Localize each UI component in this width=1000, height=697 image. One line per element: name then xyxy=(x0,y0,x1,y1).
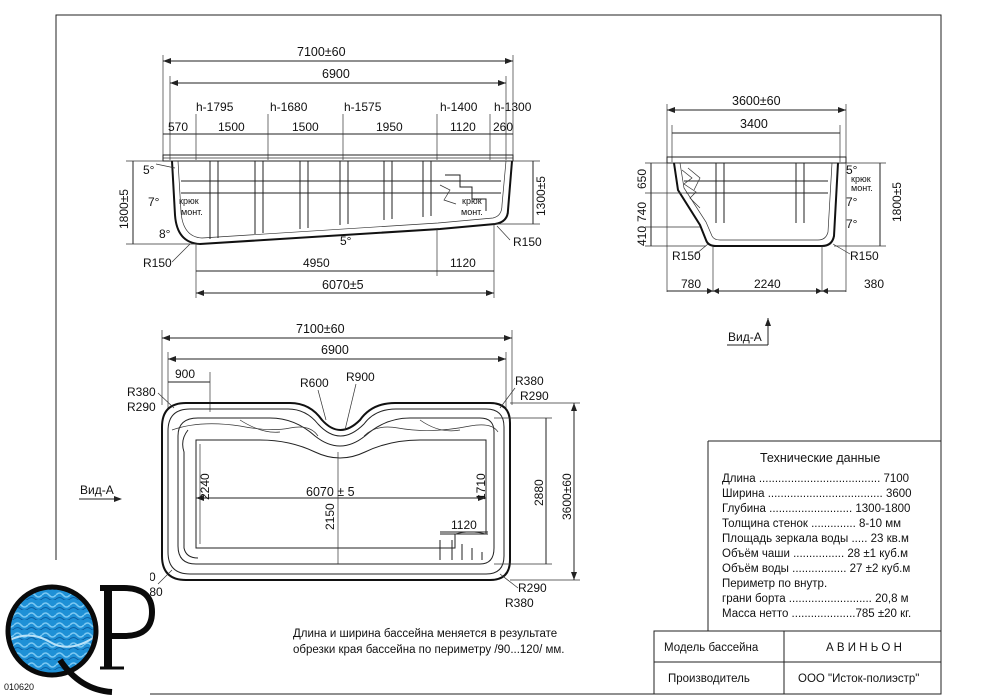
side-hook-right-1: крюк xyxy=(462,196,482,206)
drawing-frame xyxy=(55,14,942,695)
note-line-2: обрезки края бассейна по периметру /90..… xyxy=(293,644,565,656)
side-left-height: 1800±5 xyxy=(117,189,131,229)
side-overall-length: 7100±60 xyxy=(297,45,346,59)
side-bottom-seg-2: 1120 xyxy=(450,256,476,270)
title-block: Модель бассейна А В И Н Ь О Н Производит… xyxy=(653,630,942,695)
plan-inner-length: 6900 xyxy=(321,343,349,357)
end-inner-width: 3400 xyxy=(740,117,768,131)
plan-step-length: 1120 xyxy=(451,518,477,532)
plan-radius-2: R290 xyxy=(127,400,156,414)
side-hook-left-2: монт. xyxy=(181,207,203,217)
spec-row-10: Масса нетто ....................785 ±20 … xyxy=(722,608,911,620)
spec-title: Технические данные xyxy=(760,451,880,465)
segment-2: 1500 xyxy=(218,120,245,134)
spec-row-7: Объём воды ................. 27 ±2 куб.м xyxy=(722,563,910,575)
side-bottom-seg-1: 4950 xyxy=(303,256,330,270)
end-left-height-2: 740 xyxy=(635,202,649,222)
qp-logo: 010620 xyxy=(0,560,156,697)
end-view: 3600±60 3400 650 740 410 1800±5 5° крюк … xyxy=(635,94,904,346)
spec-row-4: Толщина стенок .............. 8-10 мм xyxy=(722,518,901,530)
side-angle-top: 5° xyxy=(143,163,155,177)
end-angle-3: 7° xyxy=(846,217,858,231)
plan-width-center: 2150 xyxy=(323,503,337,530)
plan-step-width: 900 xyxy=(175,367,195,381)
logo-code: 010620 xyxy=(4,682,34,692)
model-value: А В И Н Ь О Н xyxy=(826,642,902,654)
end-left-height-3: 410 xyxy=(635,226,649,246)
depth-label-2: h-1680 xyxy=(270,100,308,114)
plan-width-left: 2240 xyxy=(198,473,212,500)
end-radius-right: R150 xyxy=(850,249,879,263)
spec-row-5: Площадь зеркала воды ..... 23 кв.м xyxy=(722,533,909,545)
plan-radius-6: R290 xyxy=(520,389,549,403)
end-angle-2: 7° xyxy=(846,195,858,209)
plan-radius-3: R600 xyxy=(300,376,329,390)
depth-label-4: h-1400 xyxy=(440,100,478,114)
segment-5: 1120 xyxy=(450,120,476,134)
plan-width-right: 1710 xyxy=(474,473,488,500)
depth-label-5: h-1300 xyxy=(494,100,532,114)
plan-inner-width: 2880 xyxy=(532,479,546,506)
plan-radius-10: R380 xyxy=(505,596,534,610)
side-hook-left-1: крюк xyxy=(179,196,199,206)
plan-view-label: Вид-А xyxy=(80,483,114,497)
spec-row-3: Глубина .......................... 1300-… xyxy=(722,503,910,515)
maker-value: ООО "Исток-полиэстр" xyxy=(798,673,919,685)
spec-row-2: Ширина .................................… xyxy=(722,488,912,500)
segment-3: 1500 xyxy=(292,120,319,134)
end-hook-1: крюк xyxy=(851,174,871,184)
end-bottom-seg-2: 2240 xyxy=(754,277,781,291)
end-overall-width: 3600±60 xyxy=(732,94,781,108)
plan-view: 7100±60 6900 900 R380 R290 R600 R900 R38… xyxy=(79,322,580,610)
side-angle-floor: 5° xyxy=(340,234,352,248)
end-angle-1: 5° xyxy=(846,163,858,177)
end-right-height: 1800±5 xyxy=(890,182,904,222)
spec-row-9: грани борта .......................... 2… xyxy=(722,593,909,605)
end-hook-2: монт. xyxy=(851,183,873,193)
end-bottom-seg-1: 780 xyxy=(681,277,701,291)
plan-radius-4: R900 xyxy=(346,370,375,384)
side-right-height: 1300±5 xyxy=(534,176,548,216)
spec-row-1: Длина ..................................… xyxy=(722,473,909,485)
end-left-height-1: 650 xyxy=(635,169,649,189)
spec-row-6: Объём чаши ................ 28 ±1 куб.м xyxy=(722,548,908,560)
segment-1: 570 xyxy=(168,120,188,134)
side-radius-left: R150 xyxy=(143,256,172,270)
segment-4: 1950 xyxy=(376,120,403,134)
side-hook-right-2: монт. xyxy=(461,207,483,217)
side-view: 7100±60 6900 h-1795 h-1680 h-1575 h-1400… xyxy=(117,45,548,298)
side-angle-mid: 7° xyxy=(148,195,160,209)
end-view-label: Вид-А xyxy=(728,330,762,344)
spec-row-8: Периметр по внутр. xyxy=(722,578,827,590)
depth-label-1: h-1795 xyxy=(196,100,234,114)
side-angle-low: 8° xyxy=(159,227,171,241)
side-inner-length: 6900 xyxy=(322,67,350,81)
side-bottom-total: 6070±5 xyxy=(322,278,364,292)
plan-radius-1: R380 xyxy=(127,385,156,399)
plan-radius-5: R380 xyxy=(515,374,544,388)
side-radius-right: R150 xyxy=(513,235,542,249)
depth-label-3: h-1575 xyxy=(344,100,382,114)
spec-table: Технические данные Длина ...............… xyxy=(707,440,941,631)
end-radius-left: R150 xyxy=(672,249,701,263)
plan-radius-9: R290 xyxy=(518,581,547,595)
segment-6: 260 xyxy=(493,120,513,134)
note-line-1: Длина и ширина бассейна меняется в резул… xyxy=(293,628,557,640)
plan-inner-length-bottom: 6070 ± 5 xyxy=(306,485,355,499)
plan-overall-width: 3600±60 xyxy=(560,473,574,520)
end-bottom-seg-3: 380 xyxy=(864,277,884,291)
maker-label: Производитель xyxy=(668,673,750,685)
model-label: Модель бассейна xyxy=(664,642,759,654)
plan-overall-length: 7100±60 xyxy=(296,322,345,336)
